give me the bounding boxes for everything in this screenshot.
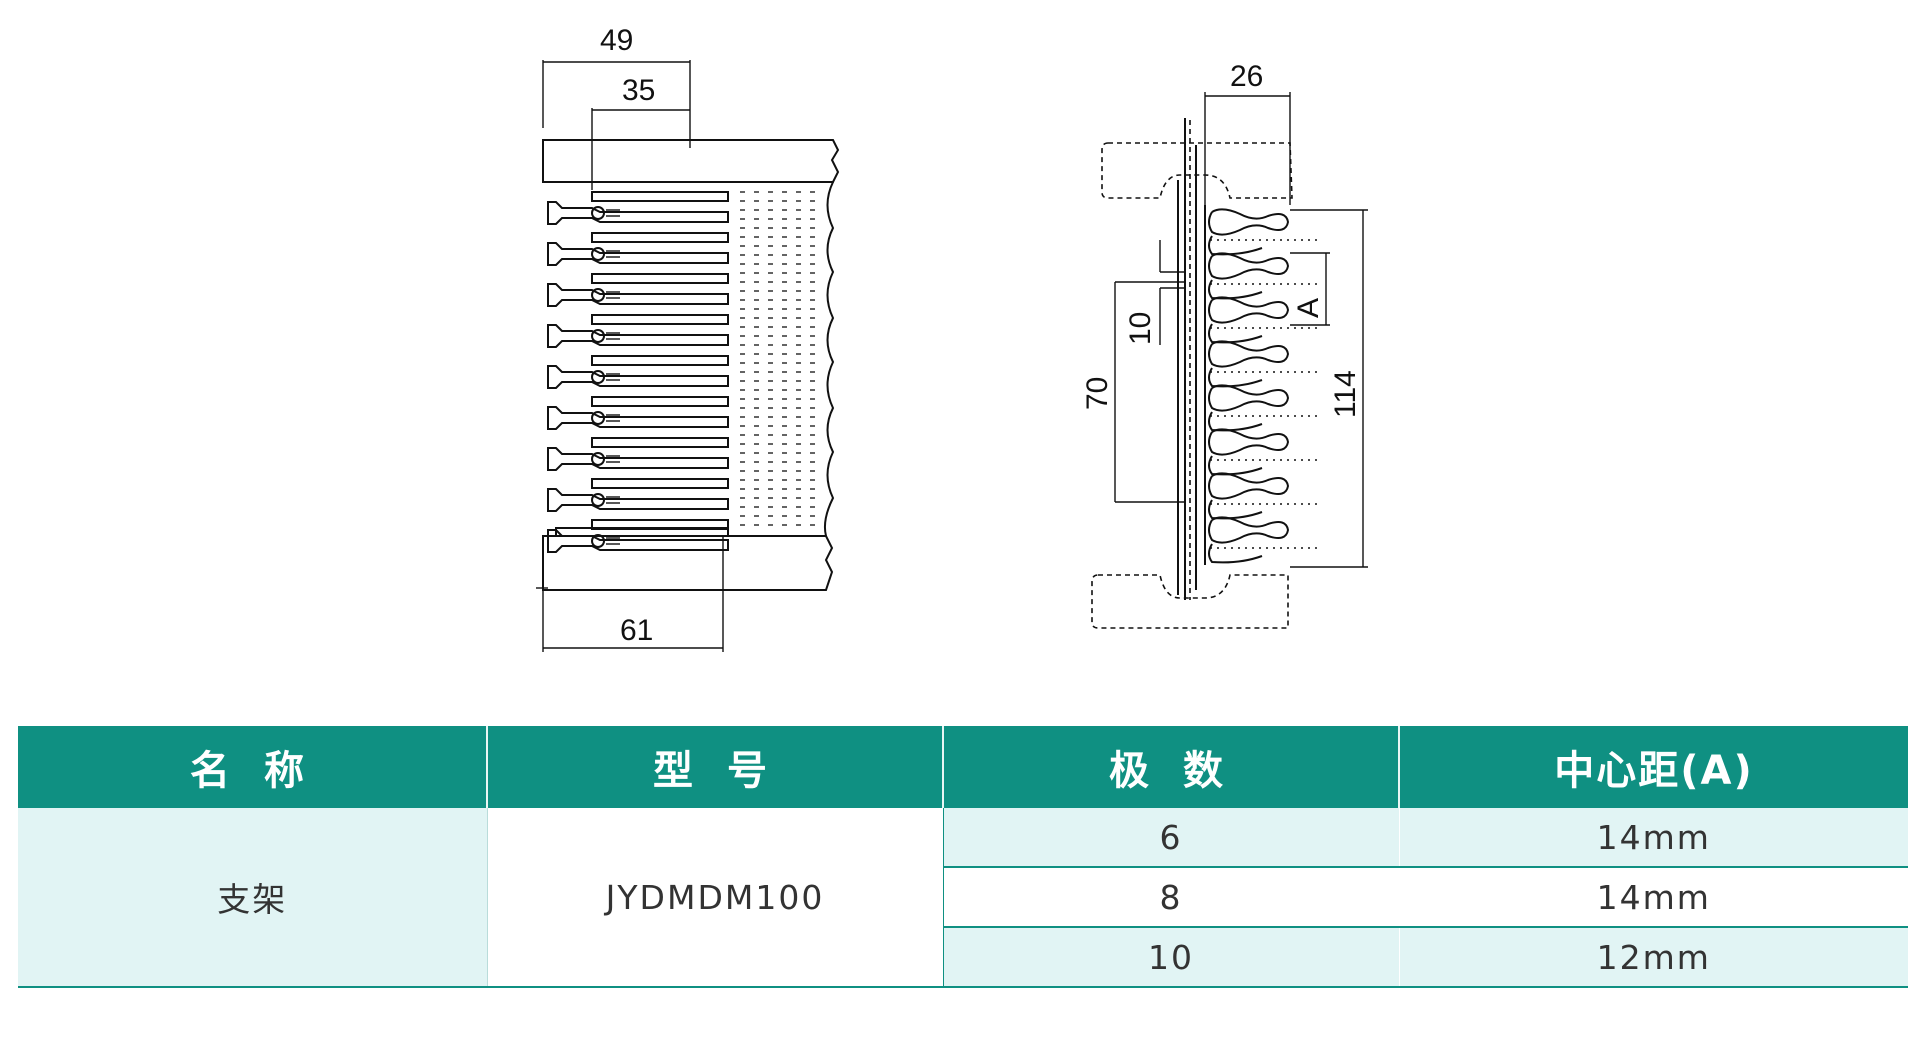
dimension-10: 10 xyxy=(1124,312,1157,345)
pitch-cell: 12mm xyxy=(1399,927,1908,988)
model-cell: JYDMDM100 xyxy=(487,808,944,988)
dimension-49: 49 xyxy=(600,24,633,57)
table-row: 10 12mm xyxy=(18,927,1908,988)
dimension-35: 35 xyxy=(622,74,655,107)
dimension-114: 114 xyxy=(1329,370,1362,418)
table-row: 8 14mm xyxy=(18,867,1908,928)
poles-cell: 10 xyxy=(943,927,1400,988)
dimension-70: 70 xyxy=(1081,377,1114,410)
side-view-drawing: 26 10 70 A 114 xyxy=(1081,60,1368,629)
dimension-A: A xyxy=(1292,298,1325,318)
dimension-26: 26 xyxy=(1230,60,1263,93)
header-name: 名 称 xyxy=(18,726,488,808)
pitch-cell: 14mm xyxy=(1399,808,1908,868)
product-name-cell: 支架 xyxy=(18,808,488,988)
header-model: 型 号 xyxy=(487,726,944,808)
pitch-cell: 14mm xyxy=(1399,867,1908,928)
front-view-drawing: 49 35 61 xyxy=(536,24,840,652)
poles-cell: 8 xyxy=(943,867,1400,928)
poles-cell: 6 xyxy=(943,808,1400,868)
header-poles: 极 数 xyxy=(943,726,1400,808)
technical-drawings: 49 35 61 26 xyxy=(536,24,1368,652)
dimension-61: 61 xyxy=(620,614,653,647)
spec-table: 名 称 型 号 极 数 中心距(A) 支架 JYDMDM100 6 14mm 8… xyxy=(18,726,1908,988)
table-row: 支架 JYDMDM100 6 14mm xyxy=(18,808,1908,988)
table-header-row: 名 称 型 号 极 数 中心距(A) xyxy=(18,726,1908,808)
header-pitch: 中心距(A) xyxy=(1399,726,1908,808)
